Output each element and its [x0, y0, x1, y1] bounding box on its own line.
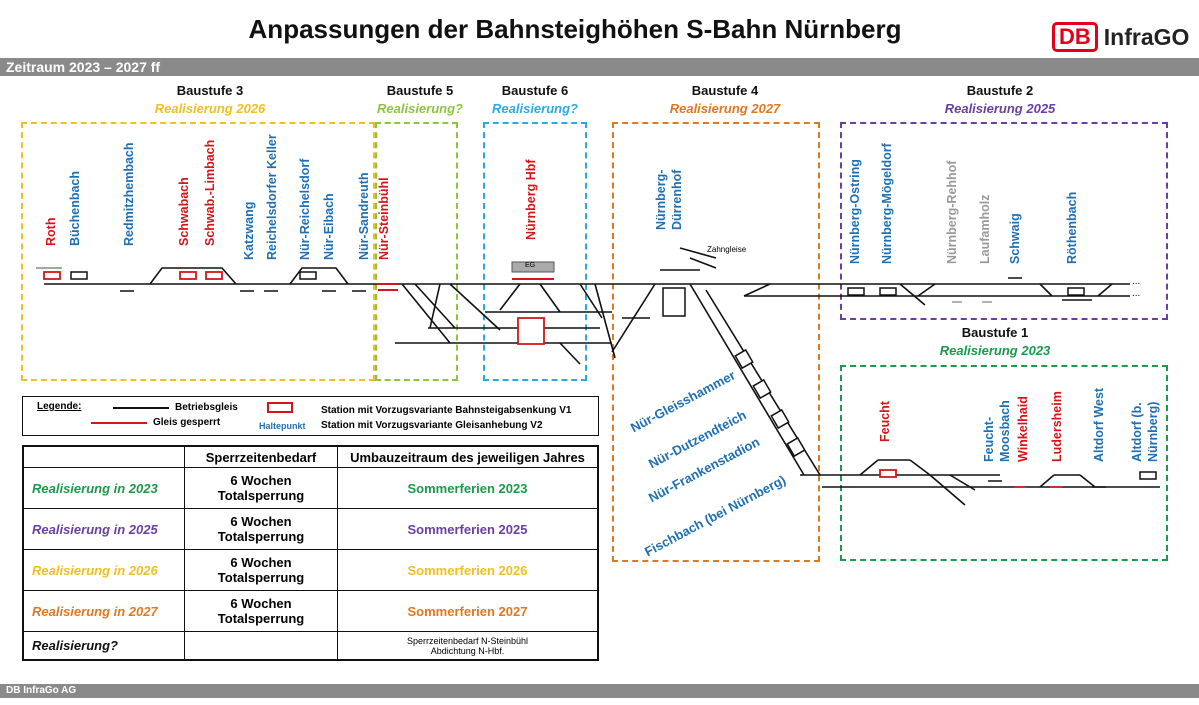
station-feucht: Feucht [878, 401, 892, 442]
stage-1-area [840, 365, 1168, 561]
table-header-cell: Sperrzeitenbedarf [184, 445, 338, 469]
legend-operating-track: Betriebsgleis [175, 402, 238, 413]
realisation-cell: Realisierung in 2026 [22, 549, 185, 592]
station-laufamholz: Laufamholz [978, 194, 992, 264]
continuation-dots: ... [1132, 276, 1141, 287]
page-title: Anpassungen der Bahnsteighöhen S-Bahn Nü… [248, 14, 902, 44]
station-ludersheim: Ludersheim [1050, 391, 1064, 462]
station-altdorf-west: Altdorf West [1092, 387, 1106, 462]
legend-v1: Station mit Vorzugsvariante Bahnsteigabs… [321, 405, 572, 416]
closure-cell [184, 631, 338, 661]
period-cell: Sommerferien 2026 [337, 549, 599, 592]
station-schwaig: Schwaig [1008, 213, 1022, 264]
continuation-dots: ... [1132, 288, 1141, 299]
stage-5-area [375, 122, 458, 381]
station-duerrenhof-line1: Nürnberg- [654, 169, 668, 230]
legend-closed-line [91, 422, 147, 424]
schedule-table: Sperrzeitenbedarf Umbauzeitraum des jewe… [22, 445, 599, 661]
period-cell: Sommerferien 2023 [337, 467, 599, 510]
station-reichelsdorfer-keller: Reichelsdorfer Keller [265, 134, 279, 260]
station-nuer-eibach: Nür-Eibach [322, 193, 336, 260]
station-nuernberg-hbf: Nürnberg Hbf [524, 159, 538, 240]
legend-closed-track: Gleis gesperrt [153, 417, 221, 428]
legend: Legende: Betriebsgleis Gleis gesperrt Ha… [22, 396, 599, 436]
station-moegeldorf: Nürnberg-Mögeldorf [880, 143, 894, 264]
stage-3-area [21, 122, 375, 381]
period-cell: Sommerferien 2027 [337, 590, 599, 633]
station-nuer-sandreuth: Nür-Sandreuth [357, 172, 371, 261]
realisation-cell: Realisierung? [22, 631, 185, 661]
station-altdorf-line1: Altdorf (b. [1130, 402, 1144, 462]
station-roth: Roth [44, 217, 58, 246]
legend-operating-line [113, 407, 169, 409]
realisation-cell: Realisierung in 2027 [22, 590, 185, 633]
realisation-cell: Realisierung in 2023 [22, 467, 185, 510]
legend-stop-symbol [267, 402, 293, 413]
db-infrago-logo: DB InfraGO [1052, 22, 1189, 52]
station-altdorf-line2: Nürnberg) [1146, 401, 1160, 462]
legend-title: Legende: [37, 401, 82, 412]
station-redmitzhembach: Redmitzhembach [122, 142, 136, 247]
station-katzwang: Katzwang [242, 201, 256, 260]
station-winkelhaid: Winkelhaid [1016, 396, 1030, 462]
period-bar: Zeitraum 2023 – 2027 ff [0, 58, 1199, 76]
station-ostring: Nürnberg-Ostring [848, 159, 862, 264]
table-header-row: Sperrzeitenbedarf Umbauzeitraum des jewe… [22, 445, 599, 469]
eg-label: EG [525, 262, 536, 269]
stage-4-area [612, 122, 820, 562]
station-roethenbach: Röthenbach [1065, 191, 1079, 264]
station-feucht-moosbach-line1: Feucht- [982, 416, 996, 462]
station-buechenbach: Büchenbach [68, 170, 82, 246]
brand-name: InfraGO [1103, 23, 1190, 50]
station-feucht-moosbach-line2: Moosbach [998, 400, 1012, 462]
legend-v2: Station mit Vorzugsvariante Gleisanhebun… [321, 420, 543, 431]
realisation-cell: Realisierung in 2025 [22, 508, 185, 551]
station-rehhof: Nürnberg-Rehhof [945, 160, 959, 264]
stage-6-area [483, 122, 587, 381]
period-cell: Sommerferien 2025 [337, 508, 599, 551]
db-logo: DB [1052, 22, 1098, 52]
table-header-cell [22, 445, 185, 469]
footer-bar: DB InfraGo AG [0, 684, 1199, 698]
table-row: Realisierung? Sperrzeitenbedarf N-Steinb… [22, 631, 599, 661]
stage-2-area [840, 122, 1168, 320]
station-nuer-reichelsdorf: Nür-Reichelsdorf [298, 158, 312, 260]
zahngleise-label: Zahngleise [707, 245, 747, 254]
station-duerrenhof-line2: Dürrenhof [670, 169, 684, 230]
legend-stop: Haltepunkt [259, 421, 306, 431]
table-header-cell: Umbauzeitraum des jeweiligen Jahres [337, 445, 599, 469]
station-nuer-steinbuehl: Nür-Steinbühl [377, 177, 391, 260]
station-schwabach: Schwabach [177, 177, 191, 246]
station-schwab-limbach: Schwab.-Limbach [203, 139, 217, 246]
